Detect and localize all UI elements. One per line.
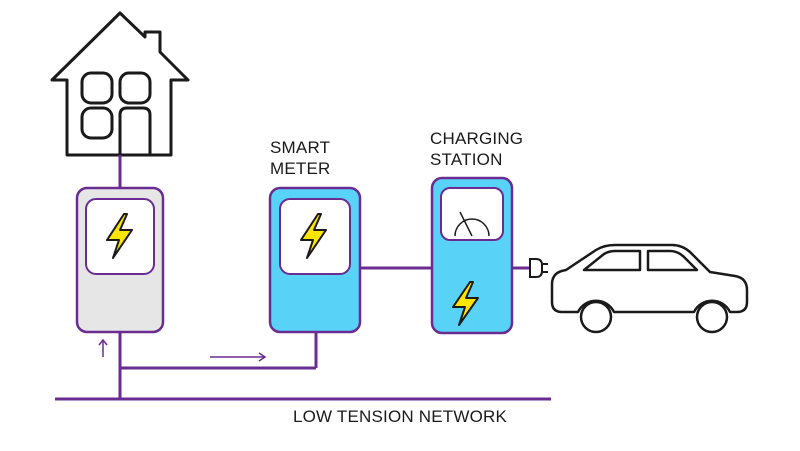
network-label: LOW TENSION NETWORK xyxy=(292,407,508,426)
flow-arrow-right xyxy=(210,352,267,362)
house-icon xyxy=(50,11,190,157)
charging-station-label-line1: CHARGING xyxy=(430,129,524,148)
charging-station-label-line2: STATION xyxy=(430,150,503,169)
smart-meter xyxy=(268,186,362,334)
home-meter xyxy=(75,186,165,334)
bolt-icon xyxy=(452,281,479,326)
smart-meter-label: SMART METER xyxy=(270,137,331,179)
smart-meter-label-line1: SMART xyxy=(270,138,331,157)
bolt-icon xyxy=(300,213,327,259)
smart-meter-label-line2: METER xyxy=(270,159,331,178)
car-icon xyxy=(550,243,749,334)
gauge-icon xyxy=(454,211,490,237)
bolt-icon xyxy=(106,213,133,259)
charging-station-label: CHARGING STATION xyxy=(430,128,523,170)
charging-station xyxy=(430,176,514,335)
wires xyxy=(55,155,551,401)
plug-icon xyxy=(529,258,548,278)
flow-arrow-up xyxy=(98,338,108,357)
